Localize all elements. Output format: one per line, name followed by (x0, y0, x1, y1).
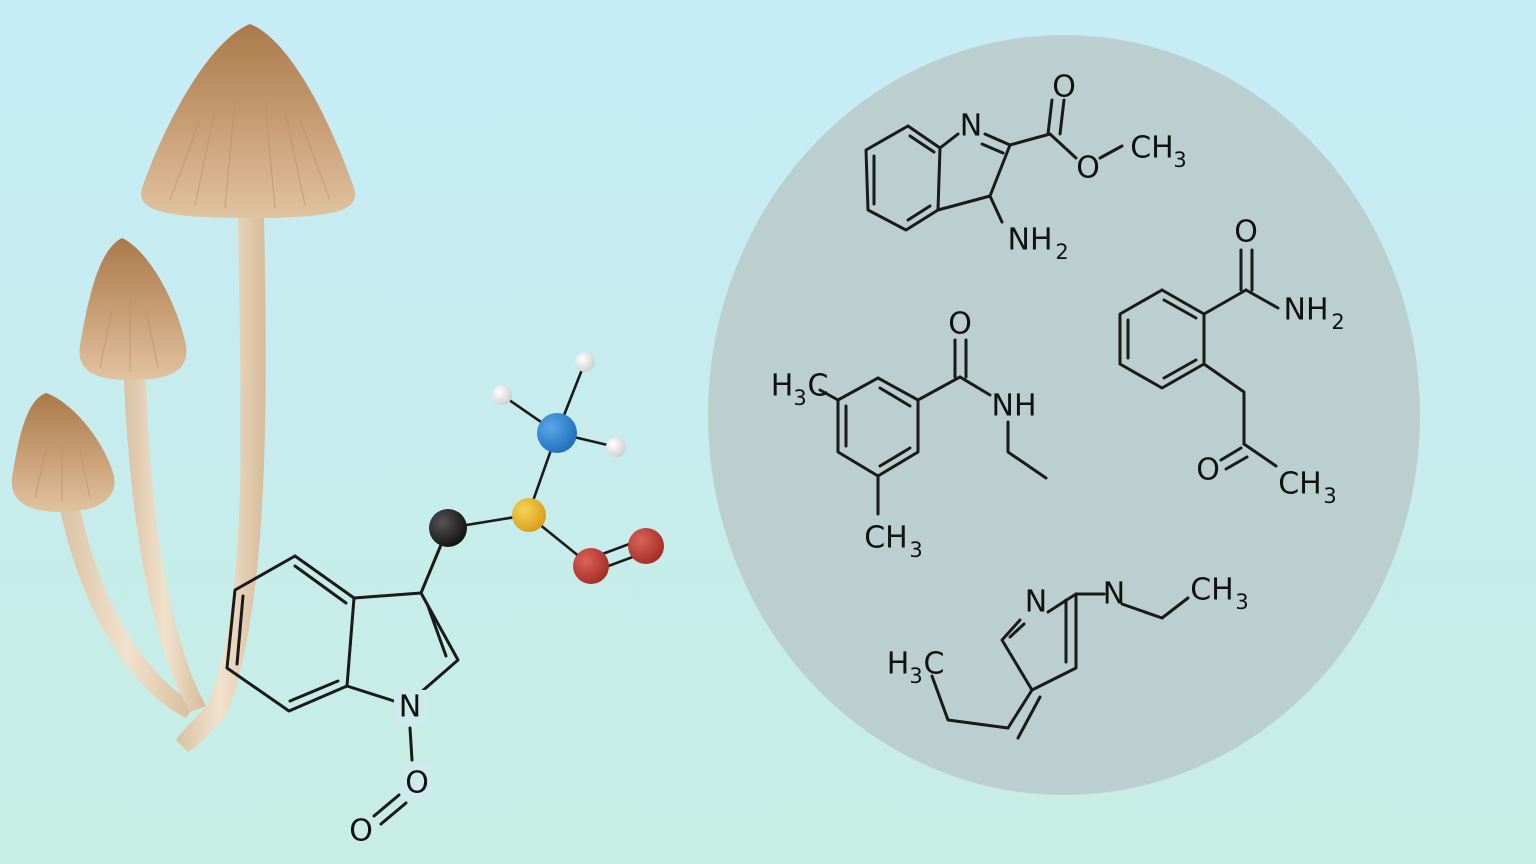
s1-carbonyl-o-label: O (1052, 70, 1076, 105)
hydrogen-atom-ball-2 (575, 352, 595, 372)
tall-mushroom-stem (176, 215, 266, 752)
medium-mushroom-stem (124, 380, 206, 712)
s4-ch3-subscript: 3 (1235, 590, 1248, 614)
nitrogen-atom-ball (537, 413, 577, 453)
carbon-atom-ball (429, 509, 467, 547)
s2-h3c-c-label: C (808, 369, 829, 404)
s4-ring-n-label: N (1025, 585, 1047, 620)
s1-ch3-label: CH (1130, 131, 1174, 166)
s4-h3c-h-label: H (887, 647, 910, 682)
s2-ch3-subscript: 3 (909, 538, 922, 562)
s2-h3c-h-label: H (771, 369, 794, 404)
hydrogen-atom-ball-1 (492, 385, 512, 405)
structures-panel-circle (708, 35, 1420, 795)
s2-h3c-subscript: 3 (793, 386, 806, 410)
s4-h3c-c-label: C (924, 647, 945, 682)
ball-and-stick-molecule (429, 352, 664, 584)
s3-ketone-o-label: O (1196, 453, 1220, 488)
small-mushroom-cap (11, 393, 115, 512)
s1-n-label: N (960, 109, 982, 144)
s1-ester-o-label: O (1076, 151, 1100, 186)
structure-2-dimethyl-ethylbenzamide: H 3 C O NH CH 3 (771, 307, 1048, 562)
s3-nh2-subscript: 2 (1331, 310, 1344, 334)
s3-nh2-label: NH (1284, 293, 1329, 328)
oxygen-atom-ball-2 (628, 528, 664, 564)
mushrooms-illustration (11, 24, 355, 752)
s1-nh2-subscript: 2 (1055, 240, 1068, 264)
indole-n-label: N (399, 690, 421, 725)
indole-skeletal-structure: N O O (225, 526, 460, 849)
yellow-atom-ball (512, 498, 546, 532)
s1-nh2-label: NH (1008, 223, 1053, 258)
oxygen-atom-ball-1 (573, 548, 609, 584)
s3-amide-o-label: O (1234, 215, 1258, 250)
s2-nh-label: NH (992, 389, 1037, 424)
structure-3-oxopropyl-benzamide: O NH 2 O CH 3 (1118, 215, 1345, 508)
s1-ch3-subscript: 3 (1173, 148, 1186, 172)
s4-h3c-subscript: 3 (909, 664, 922, 688)
s2-ch3-label: CH (864, 521, 908, 556)
structure-1-amino-indole-ester: N O O CH 3 NH 2 (864, 70, 1187, 264)
hydrogen-atom-ball-3 (606, 437, 626, 457)
tall-mushroom-cap (141, 24, 355, 218)
s2-o-label: O (948, 307, 972, 342)
nitroso-o-label-2: O (349, 814, 373, 849)
structure-4-ethylamino-pyrrole: N N CH 3 H 3 C (887, 573, 1249, 740)
medium-mushroom-cap (79, 238, 187, 380)
nitroso-o-label-1: O (405, 766, 429, 801)
s3-ch3-subscript: 3 (1323, 484, 1336, 508)
s3-ch3-label: CH (1278, 467, 1322, 502)
s4-amine-n-label: N (1103, 577, 1125, 612)
s4-ch3-label: CH (1190, 573, 1234, 608)
